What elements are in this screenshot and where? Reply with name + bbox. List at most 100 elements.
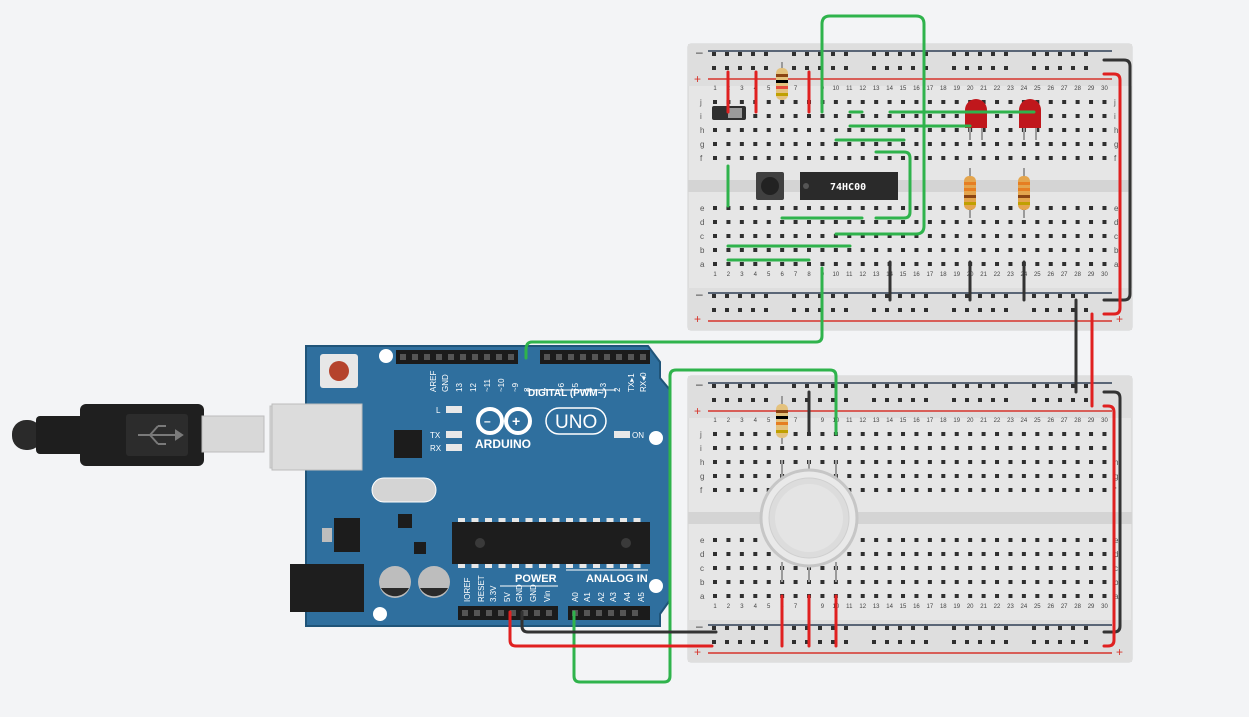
- breadboard-hole[interactable]: [713, 432, 717, 436]
- breadboard-hole[interactable]: [887, 206, 892, 210]
- breadboard-hole[interactable]: [766, 220, 771, 224]
- breadboard-rail-hole[interactable]: [1032, 52, 1036, 56]
- breadboard-hole[interactable]: [995, 594, 1000, 598]
- breadboard-hole[interactable]: [981, 580, 986, 584]
- breadboard-hole[interactable]: [820, 460, 825, 464]
- breadboard-hole[interactable]: [833, 100, 838, 104]
- breadboard-hole[interactable]: [1075, 248, 1080, 252]
- breadboard-hole[interactable]: [860, 100, 865, 104]
- breadboard-rail-hole[interactable]: [805, 626, 809, 630]
- breadboard-rail-hole[interactable]: [1058, 626, 1062, 630]
- breadboard-hole[interactable]: [941, 156, 946, 160]
- breadboard-hole[interactable]: [860, 538, 865, 542]
- breadboard-hole[interactable]: [968, 234, 973, 238]
- breadboard-hole[interactable]: [1075, 142, 1080, 146]
- breadboard-rail-hole[interactable]: [738, 640, 742, 644]
- header-pin[interactable]: [628, 354, 634, 360]
- breadboard-rail-hole[interactable]: [792, 626, 796, 630]
- breadboard-rail-hole[interactable]: [924, 294, 928, 298]
- breadboard-hole[interactable]: [860, 248, 865, 252]
- breadboard-hole[interactable]: [941, 566, 946, 570]
- breadboard-rail-hole[interactable]: [844, 66, 848, 70]
- breadboard-hole[interactable]: [847, 594, 852, 598]
- header-pin[interactable]: [436, 354, 442, 360]
- breadboard-rail-hole[interactable]: [872, 398, 876, 402]
- breadboard-rail-hole[interactable]: [885, 626, 889, 630]
- breadboard-hole[interactable]: [713, 206, 717, 210]
- breadboard-rail-hole[interactable]: [844, 308, 848, 312]
- breadboard-hole[interactable]: [968, 580, 973, 584]
- breadboard-rail-hole[interactable]: [712, 398, 716, 402]
- breadboard-rail-hole[interactable]: [764, 52, 768, 56]
- breadboard-hole[interactable]: [1102, 248, 1107, 252]
- breadboard-hole[interactable]: [1102, 446, 1107, 450]
- breadboard-hole[interactable]: [847, 114, 852, 118]
- header-pin[interactable]: [596, 610, 602, 616]
- breadboard-hole[interactable]: [847, 460, 852, 464]
- breadboard-hole[interactable]: [887, 220, 892, 224]
- breadboard-hole[interactable]: [927, 566, 932, 570]
- breadboard-hole[interactable]: [833, 206, 838, 210]
- breadboard-hole[interactable]: [927, 100, 932, 104]
- breadboard-hole[interactable]: [753, 234, 758, 238]
- breadboard-rail-hole[interactable]: [738, 398, 742, 402]
- breadboard-hole[interactable]: [968, 552, 973, 556]
- breadboard-hole[interactable]: [1021, 460, 1026, 464]
- breadboard-hole[interactable]: [1089, 220, 1094, 224]
- breadboard-rail-hole[interactable]: [911, 294, 915, 298]
- breadboard-hole[interactable]: [847, 566, 852, 570]
- breadboard-hole[interactable]: [1089, 234, 1094, 238]
- breadboard-hole[interactable]: [914, 538, 919, 542]
- breadboard-hole[interactable]: [1062, 552, 1067, 556]
- breadboard-rail-hole[interactable]: [818, 640, 822, 644]
- breadboard-hole[interactable]: [793, 142, 798, 146]
- breadboard-hole[interactable]: [713, 100, 717, 104]
- breadboard-hole[interactable]: [766, 594, 771, 598]
- breadboard-hole[interactable]: [793, 566, 798, 570]
- breadboard-hole[interactable]: [1048, 206, 1053, 210]
- breadboard-rail-hole[interactable]: [1058, 66, 1062, 70]
- breadboard-hole[interactable]: [995, 142, 1000, 146]
- breadboard-hole[interactable]: [766, 566, 771, 570]
- breadboard-hole[interactable]: [793, 206, 798, 210]
- breadboard-hole[interactable]: [860, 142, 865, 146]
- breadboard-hole[interactable]: [807, 220, 812, 224]
- breadboard-hole[interactable]: [793, 100, 798, 104]
- breadboard-hole[interactable]: [766, 580, 771, 584]
- breadboard-rail-hole[interactable]: [712, 294, 716, 298]
- breadboard-hole[interactable]: [780, 128, 785, 132]
- breadboard-rail-hole[interactable]: [898, 640, 902, 644]
- breadboard-hole[interactable]: [995, 432, 1000, 436]
- breadboard-rail-hole[interactable]: [805, 308, 809, 312]
- breadboard-hole[interactable]: [780, 248, 785, 252]
- breadboard-rail-hole[interactable]: [818, 626, 822, 630]
- wire-red-rail-top[interactable]: [1102, 72, 1122, 316]
- breadboard-hole[interactable]: [874, 488, 879, 492]
- breadboard-hole[interactable]: [780, 114, 785, 118]
- breadboard-hole[interactable]: [941, 460, 946, 464]
- breadboard-hole[interactable]: [1048, 156, 1053, 160]
- breadboard-hole[interactable]: [995, 156, 1000, 160]
- breadboard-hole[interactable]: [860, 234, 865, 238]
- breadboard-hole[interactable]: [713, 474, 717, 478]
- breadboard-rail-hole[interactable]: [792, 398, 796, 402]
- breadboard-rail-hole[interactable]: [818, 308, 822, 312]
- breadboard-rail-hole[interactable]: [978, 640, 982, 644]
- breadboard-hole[interactable]: [726, 142, 731, 146]
- breadboard-hole[interactable]: [1102, 538, 1107, 542]
- breadboard-rail-hole[interactable]: [764, 626, 768, 630]
- breadboard-hole[interactable]: [860, 262, 865, 266]
- resistor-bottom-1[interactable]: [776, 396, 788, 444]
- breadboard-rail-hole[interactable]: [738, 66, 742, 70]
- breadboard-rail-hole[interactable]: [725, 52, 729, 56]
- breadboard-hole[interactable]: [713, 142, 717, 146]
- breadboard-hole[interactable]: [753, 594, 758, 598]
- breadboard-hole[interactable]: [1062, 262, 1067, 266]
- breadboard-rail-hole[interactable]: [792, 294, 796, 298]
- breadboard-rail-hole[interactable]: [978, 626, 982, 630]
- header-pin[interactable]: [546, 610, 552, 616]
- breadboard-hole[interactable]: [1062, 460, 1067, 464]
- breadboard-hole[interactable]: [793, 432, 798, 436]
- breadboard-hole[interactable]: [1048, 142, 1053, 146]
